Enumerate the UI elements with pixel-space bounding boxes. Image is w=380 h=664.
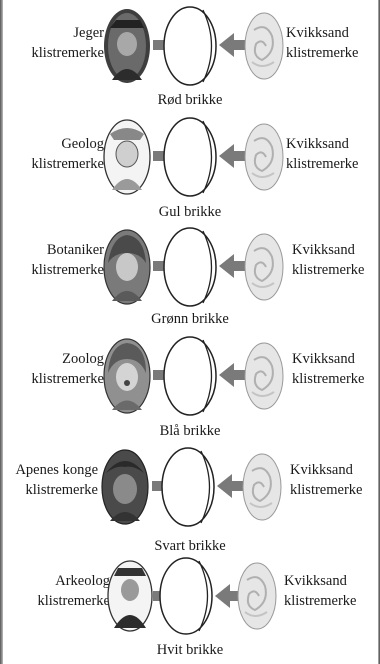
quicksand-sticker-label: Kvikksand klistremerke <box>290 460 362 500</box>
botanist-portrait-icon <box>104 230 150 304</box>
ape-king-portrait-icon <box>102 450 148 524</box>
blank-token-icon <box>164 7 216 85</box>
sticker-row-ape-king: Apenes konge klistremerke <box>0 443 380 553</box>
quicksand-swirl-icon <box>238 563 276 629</box>
quicksand-label-line1: Kvikksand <box>286 23 358 43</box>
geologist-portrait-icon <box>104 120 150 194</box>
hunter-portrait-icon <box>104 9 150 83</box>
quicksand-label-line2: klistremerke <box>284 591 356 611</box>
token-color-label: Grønn brikke <box>0 311 380 328</box>
quicksand-sticker-label: Kvikksand klistremerke <box>286 134 358 174</box>
token-color-label: Gul brikke <box>0 204 380 221</box>
quicksand-swirl-icon <box>245 343 283 409</box>
zoologist-portrait-icon <box>104 339 150 413</box>
blank-token-icon <box>164 228 216 306</box>
quicksand-label-line2: klistremerke <box>286 154 358 174</box>
quicksand-sticker-label: Kvikksand klistremerke <box>292 349 364 389</box>
sticker-row-zoologist: Zoolog klistremerke <box>0 333 380 443</box>
token-color-label: Rød brikke <box>0 92 380 109</box>
quicksand-sticker-label: Kvikksand klistremerke <box>284 571 356 611</box>
quicksand-label-line2: klistremerke <box>292 260 364 280</box>
token-color-label: Hvit brikke <box>0 642 380 659</box>
quicksand-sticker-label: Kvikksand klistremerke <box>286 23 358 63</box>
sticker-row-botanist: Botaniker klistremerke <box>0 223 380 333</box>
quicksand-label-line1: Kvikksand <box>290 460 362 480</box>
quicksand-label-line1: Kvikksand <box>292 240 364 260</box>
token-color-label: Svart brikke <box>0 538 380 555</box>
blank-token-icon <box>160 558 212 634</box>
quicksand-swirl-icon <box>245 234 283 300</box>
archaeologist-portrait-icon <box>108 561 152 631</box>
quicksand-swirl-icon <box>243 454 281 520</box>
blank-token-icon <box>164 337 216 415</box>
sticker-row-geologist: Geolog klistremerke <box>0 112 380 222</box>
sticker-row-hunter: Jeger klistremerke <box>0 0 380 110</box>
quicksand-label-line2: klistremerke <box>286 43 358 63</box>
quicksand-label-line2: klistremerke <box>292 369 364 389</box>
quicksand-swirl-icon <box>245 13 283 79</box>
quicksand-label-line1: Kvikksand <box>286 134 358 154</box>
quicksand-label-line1: Kvikksand <box>284 571 356 591</box>
quicksand-sticker-label: Kvikksand klistremerke <box>292 240 364 280</box>
quicksand-swirl-icon <box>245 124 283 190</box>
blank-token-icon <box>164 118 216 196</box>
blank-token-icon <box>162 448 214 526</box>
token-color-label: Blå brikke <box>0 423 380 440</box>
quicksand-label-line1: Kvikksand <box>292 349 364 369</box>
quicksand-label-line2: klistremerke <box>290 480 362 500</box>
sticker-row-archaeologist: Arkeolog klistremerke <box>0 554 380 664</box>
